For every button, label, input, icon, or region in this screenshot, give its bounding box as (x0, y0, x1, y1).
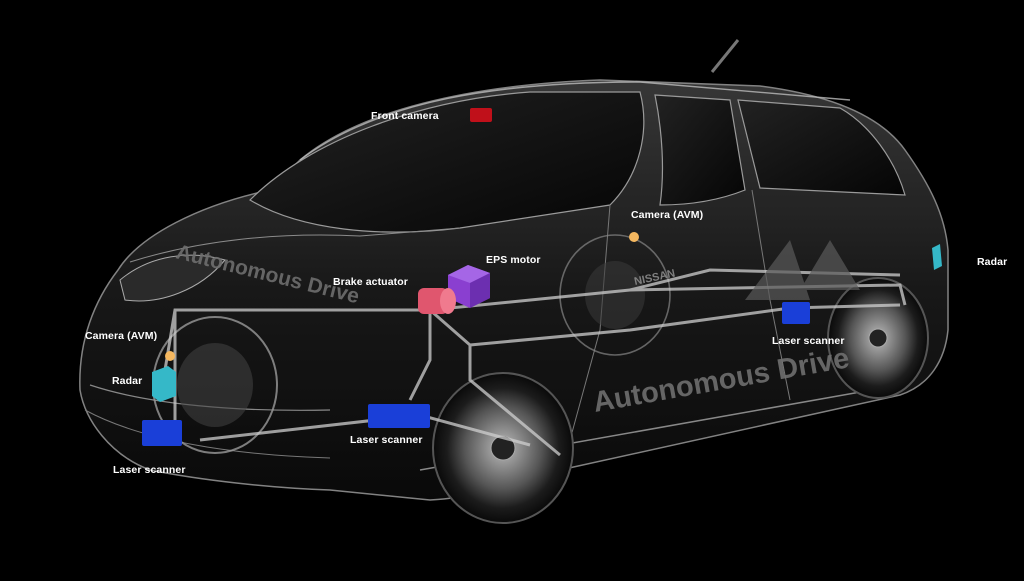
wheel-front-far-rim (177, 343, 253, 427)
antenna (712, 40, 738, 72)
label-camera-avm-right: Camera (AVM) (631, 209, 703, 221)
side-window-rear (738, 100, 905, 195)
label-radar-rear: Radar (977, 256, 1007, 268)
label-camera-avm-front: Camera (AVM) (85, 330, 157, 342)
label-eps-motor: EPS motor (486, 254, 541, 266)
camera-avm-right-marker (629, 232, 639, 242)
laser-scanner-front-marker (142, 420, 182, 446)
camera-avm-front-marker (165, 351, 175, 361)
brake-actuator-marker (418, 288, 456, 314)
label-radar-front: Radar (112, 375, 142, 387)
laser-scanner-center-marker (368, 404, 430, 428)
label-brake-actuator: Brake actuator (333, 276, 408, 288)
label-laser-scanner-center: Laser scanner (350, 434, 423, 446)
side-window-front (655, 95, 745, 205)
hub (869, 329, 887, 347)
laser-scanner-rear-marker (782, 302, 810, 324)
label-laser-scanner-rear: Laser scanner (772, 335, 845, 347)
label-front-camera: Front camera (371, 110, 439, 122)
label-laser-scanner-front: Laser scanner (113, 464, 186, 476)
radar-front-marker (152, 366, 176, 402)
front-camera-marker (470, 108, 492, 122)
